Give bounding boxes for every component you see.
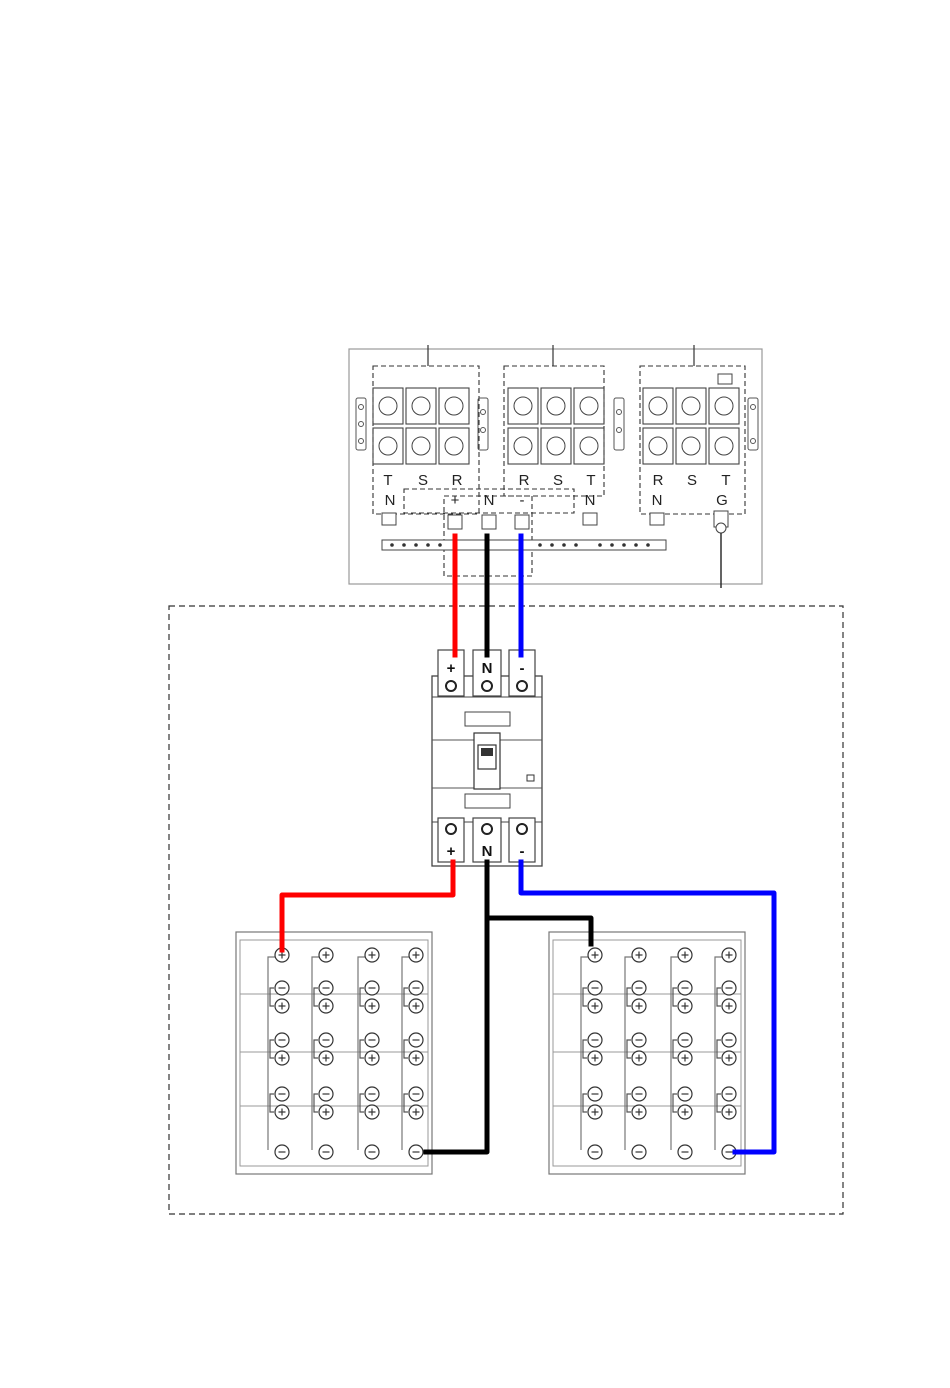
breaker-bottom-label-1: N bbox=[482, 843, 493, 860]
terminal-block: T S R R S T R S T N + N - N N G bbox=[349, 345, 762, 588]
battery-string-left bbox=[236, 932, 432, 1174]
lower-label-3: - bbox=[520, 492, 525, 509]
bus-bar bbox=[382, 540, 666, 550]
g3-label-0: R bbox=[653, 472, 664, 489]
g3-label-1: S bbox=[687, 472, 697, 489]
g3-label-2: T bbox=[721, 472, 730, 489]
g1-label-0: T bbox=[383, 472, 392, 489]
lower-label-4: N bbox=[585, 492, 596, 509]
lower-label-0: N bbox=[385, 492, 396, 509]
breaker-bottom-label-2: - bbox=[520, 843, 525, 860]
g1-label-2: R bbox=[452, 472, 463, 489]
breaker-switch-icon bbox=[474, 733, 500, 789]
lower-label-5: N bbox=[652, 492, 663, 509]
lower-label-1: + bbox=[451, 492, 460, 509]
lower-label-6: G bbox=[716, 492, 728, 509]
breaker: + N - + N - bbox=[432, 650, 542, 866]
lower-label-2: N bbox=[484, 492, 495, 509]
g1-label-1: S bbox=[418, 472, 428, 489]
neutral-wire-left bbox=[426, 862, 487, 1152]
breaker-top-label-1: N bbox=[482, 660, 493, 677]
g2-label-2: T bbox=[586, 472, 595, 489]
breaker-top-label-0: + bbox=[447, 660, 456, 677]
g2-label-0: R bbox=[519, 472, 530, 489]
breaker-bottom-label-0: + bbox=[447, 843, 456, 860]
breaker-top-label-2: - bbox=[520, 660, 525, 677]
g2-label-1: S bbox=[553, 472, 563, 489]
battery-string-right bbox=[549, 932, 745, 1174]
